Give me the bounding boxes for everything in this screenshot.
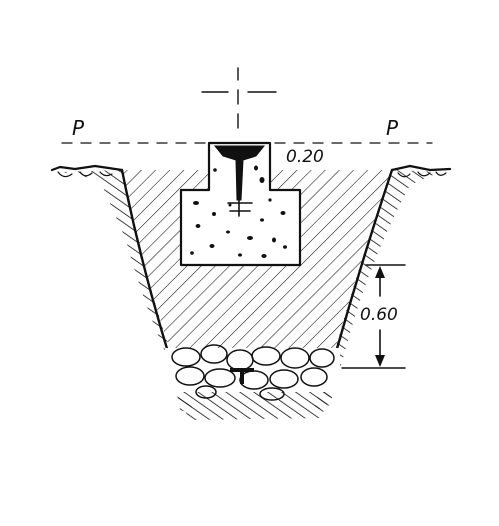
aggregate-speckles — [190, 165, 287, 258]
depth-dimension — [341, 264, 406, 369]
drain-section — [230, 368, 254, 384]
plane-label-right: P — [386, 116, 399, 140]
concrete-footing — [179, 141, 302, 267]
gravel-bed — [165, 344, 340, 401]
trench-wall-right — [312, 168, 440, 412]
starter-profile — [213, 145, 266, 201]
center-axis-line — [201, 67, 277, 129]
depth-dimension-label: 0.60 — [360, 305, 398, 325]
plane-label-left: P — [72, 116, 85, 140]
width-dimension-label: 0.20 — [286, 147, 324, 167]
